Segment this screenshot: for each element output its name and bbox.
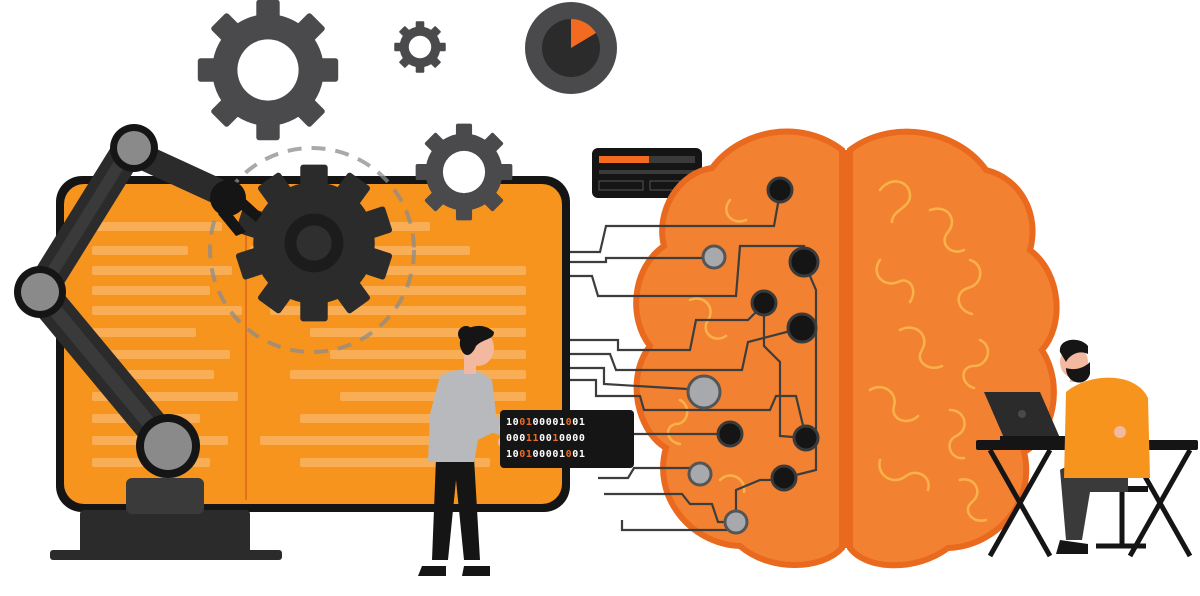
binary-code-panel: 100100001001 000110010000 100100001001 — [500, 410, 634, 468]
binary-segment: 01 — [572, 449, 586, 460]
pie-chart-icon — [525, 2, 617, 94]
woman-figure — [418, 325, 513, 576]
binary-segment: 000 — [506, 433, 526, 444]
binary-segment: 0000 — [559, 433, 586, 444]
circuit-nodes — [686, 176, 820, 535]
binary-segment: 00 — [539, 433, 553, 444]
progress-window — [592, 148, 702, 198]
binary-segment-highlight: 0 — [565, 417, 573, 428]
binary-segment: 01 — [572, 417, 586, 428]
binary-segment: 00001 — [532, 449, 566, 460]
binary-segment-highlight: 01 — [519, 449, 533, 460]
binary-line-2: 000110010000 — [506, 431, 628, 447]
binary-segment: 10 — [506, 449, 520, 460]
binary-line-3: 100100001001 — [506, 447, 628, 463]
gear-icon-small — [394, 21, 446, 73]
binary-segment: 00001 — [532, 417, 566, 428]
binary-segment-highlight: 01 — [519, 417, 533, 428]
large-gear-icon — [235, 164, 393, 322]
gear-icon-middle — [415, 123, 513, 221]
binary-line-1: 100100001001 — [506, 415, 628, 431]
gear-icon-top-left — [197, 0, 339, 141]
binary-segment-highlight: 1 — [552, 433, 559, 444]
dashed-orbit — [208, 146, 416, 354]
binary-segment-highlight: 11 — [525, 433, 540, 444]
brain-icon — [633, 128, 1060, 569]
brain-folds — [667, 180, 990, 522]
robotic-arm — [14, 124, 282, 560]
circuit-wires — [570, 191, 818, 532]
binary-segment: 10 — [506, 417, 520, 428]
binary-segment-highlight: 0 — [565, 449, 573, 460]
man-at-desk — [976, 339, 1198, 558]
